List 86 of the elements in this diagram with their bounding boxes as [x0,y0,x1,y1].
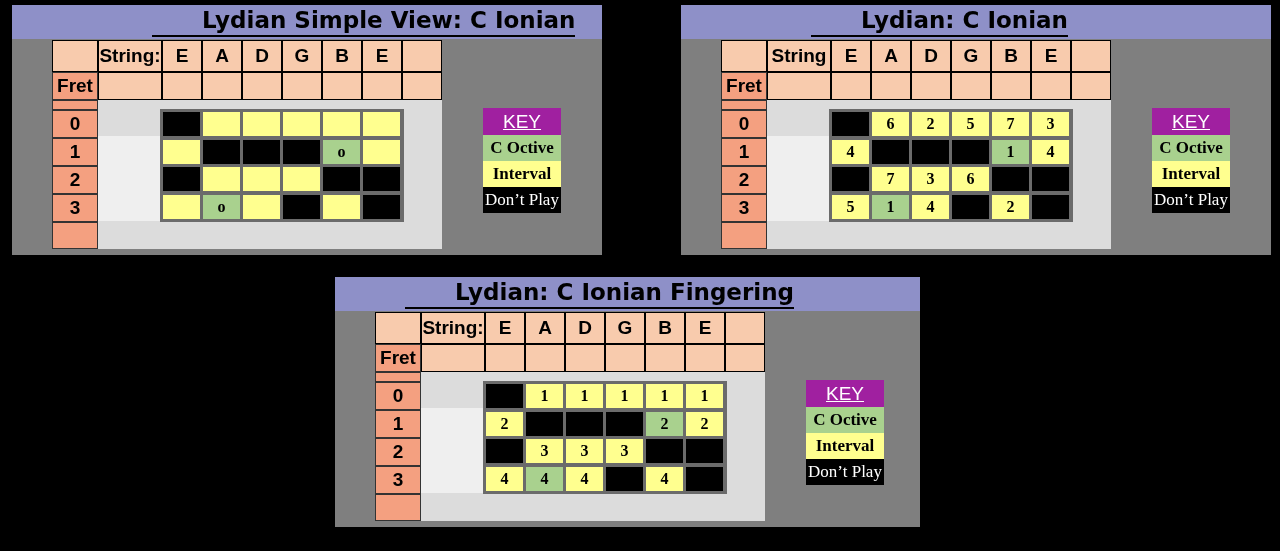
note-square: 6 [952,167,989,191]
key-entry: Interval [1152,161,1230,187]
note-square: 2 [646,411,683,436]
note-square: 7 [992,112,1029,136]
key-entry: C Octive [806,407,884,433]
note-square: 4 [646,466,683,491]
note-square: 1 [526,384,563,408]
fret-number: 2 [375,438,421,466]
key-entry: C Octive [483,135,561,161]
key-heading: KEY [1152,108,1230,135]
panel-title: Lydian: C Ionian Fingering [405,277,795,309]
note-square: 3 [1032,112,1069,136]
string-name: A [871,40,911,72]
fret-number: 2 [721,166,767,194]
string-name: E [1031,40,1071,72]
note-square: 3 [566,439,603,463]
note-square: 4 [526,466,563,491]
panel-title: Lydian Simple View: C Ionian [152,5,576,37]
note-square: 1 [566,384,603,408]
fret-number: 3 [721,194,767,222]
fret-number: 1 [721,138,767,166]
fret-label: Fret [721,72,767,100]
string-name: E [831,40,871,72]
note-square: 4 [912,194,949,219]
key-entry: Don’t Play [806,459,884,485]
key-entry: Interval [806,433,884,459]
string-label: String: [98,40,162,72]
string-name: D [242,40,282,72]
fret-number: 0 [721,110,767,138]
chart-panel [335,277,920,527]
string-name: E [485,312,525,344]
string-name: E [362,40,402,72]
note-square: 2 [486,411,523,436]
string-name: B [322,40,362,72]
note-square: o [323,139,360,164]
chart-panel [681,5,1271,255]
string-name: G [605,312,645,344]
note-square: 4 [832,139,869,164]
fret-label: Fret [52,72,98,100]
note-square: 4 [1032,139,1069,164]
note-square: 1 [646,384,683,408]
fret-number: 0 [375,382,421,410]
note-square: 3 [912,167,949,191]
fret-number: 3 [52,194,98,222]
note-square: 1 [606,384,643,408]
note-square: 2 [686,411,723,436]
string-label: String: [421,312,485,344]
note-square: 5 [952,112,989,136]
string-name: B [645,312,685,344]
note-square: 3 [606,439,643,463]
note-square: 1 [686,384,723,408]
string-name: D [565,312,605,344]
note-square: 3 [526,439,563,463]
note-square: 4 [566,466,603,491]
string-name: D [911,40,951,72]
key-entry: Don’t Play [483,187,561,213]
string-name: A [525,312,565,344]
note-square: 1 [872,194,909,219]
string-name: E [162,40,202,72]
chart-panel [12,5,602,255]
key-heading: KEY [483,108,561,135]
note-square: 2 [992,194,1029,219]
fret-number: 1 [52,138,98,166]
note-square: o [203,194,240,219]
string-name: G [282,40,322,72]
string-label: String [767,40,831,72]
note-square: 7 [872,167,909,191]
note-square: 5 [832,194,869,219]
key-entry: Interval [483,161,561,187]
string-name: A [202,40,242,72]
note-square: 2 [912,112,949,136]
fret-number: 2 [52,166,98,194]
note-square: 1 [992,139,1029,164]
string-name: E [685,312,725,344]
note-square: 6 [872,112,909,136]
fret-number: 1 [375,410,421,438]
fret-number: 3 [375,466,421,494]
key-entry: Don’t Play [1152,187,1230,213]
note-square: 4 [486,466,523,491]
string-name: B [991,40,1031,72]
fret-label: Fret [375,344,421,372]
fret-number: 0 [52,110,98,138]
key-entry: C Octive [1152,135,1230,161]
key-heading: KEY [806,380,884,407]
string-name: G [951,40,991,72]
panel-title: Lydian: C Ionian [811,5,1068,37]
